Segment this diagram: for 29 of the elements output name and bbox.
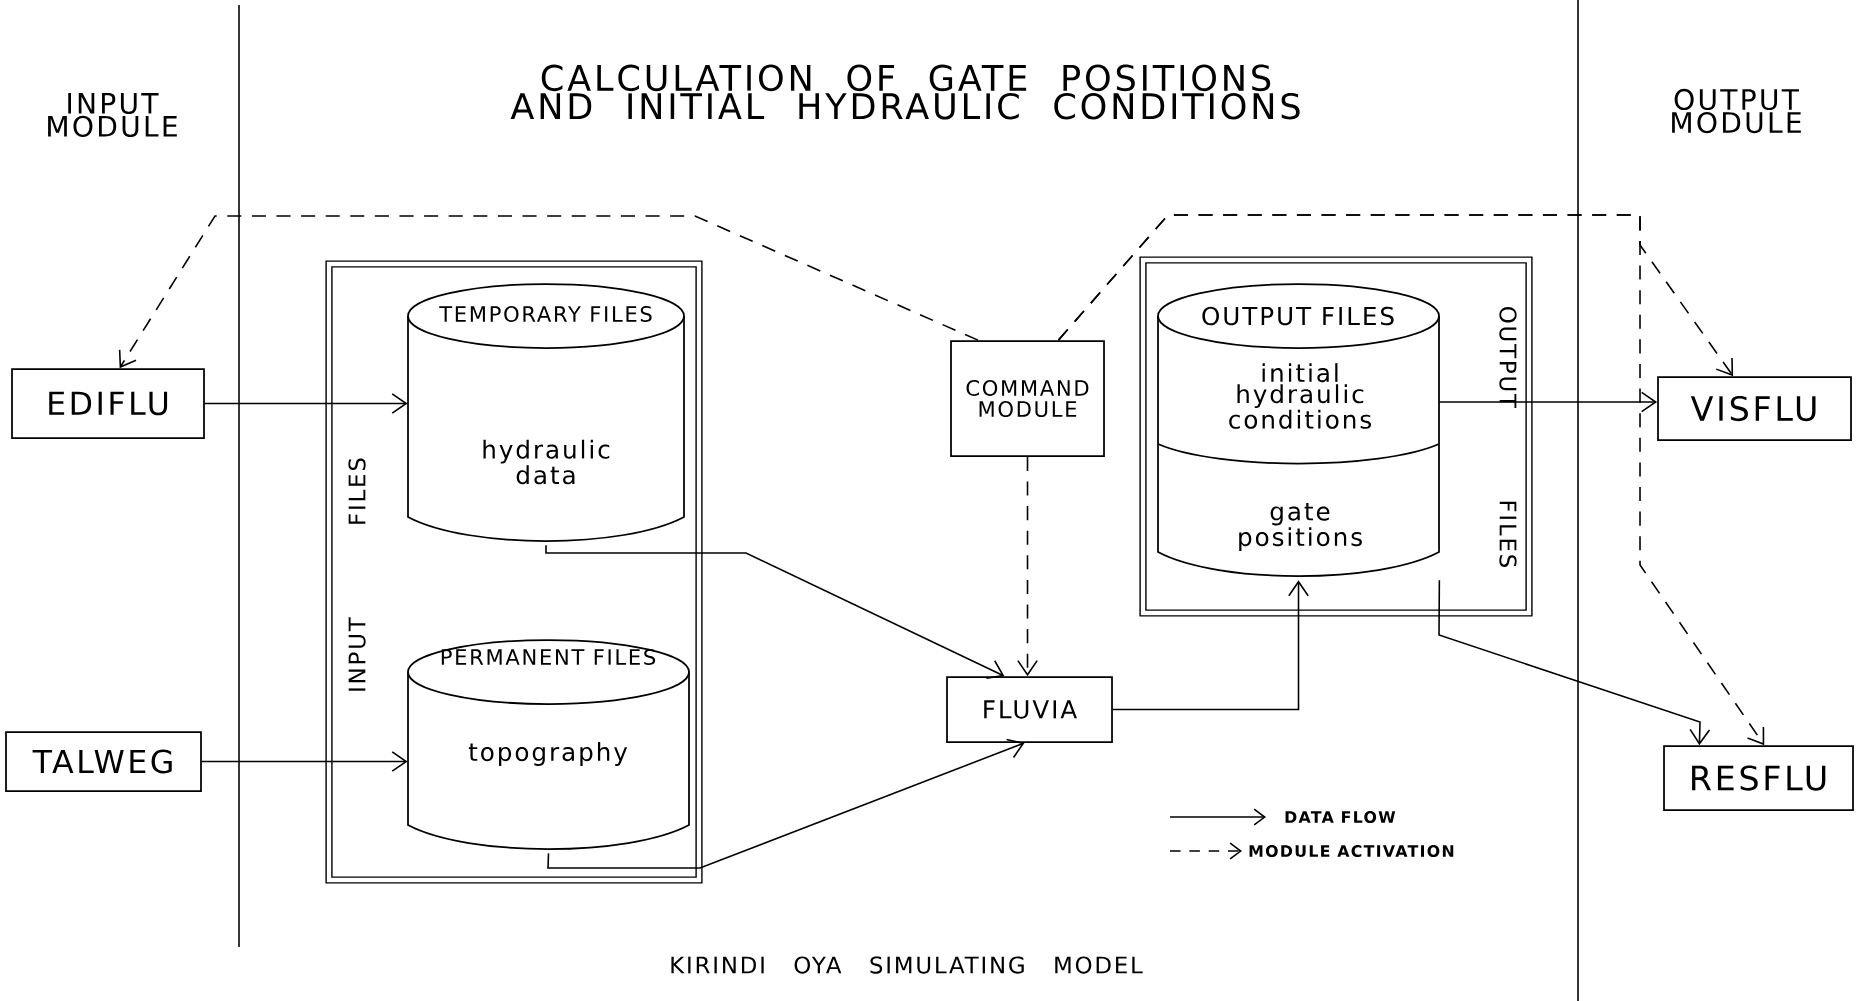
arrow xyxy=(1438,579,1711,746)
arrow xyxy=(1057,214,1765,746)
node-label: gate positions xyxy=(1239,503,1362,551)
column-heading: OUTPUT MODULE xyxy=(1672,88,1801,134)
module-box: FLUVIA xyxy=(946,676,1113,743)
arrow xyxy=(1112,580,1309,711)
title: CALCULATION OF GATE POSITIONS AND INITIAL HYDRAULIC CONDITIONS xyxy=(510,64,1300,120)
legend-text: MODULE ACTIVATION xyxy=(1249,845,1454,857)
database-cylinder: TEMPORARY FILES hydraulic data xyxy=(407,283,685,542)
column-heading: INPUT MODULE xyxy=(48,93,177,137)
arrow xyxy=(545,544,1005,679)
arrow xyxy=(547,738,1025,869)
arrow xyxy=(201,751,408,772)
database-cylinder: OUTPUT FILES initial hydraulic conditions gate positions xyxy=(1157,283,1440,577)
module-box: COMMAND MODULE xyxy=(950,340,1105,457)
module-box: RESFLU xyxy=(1663,745,1854,811)
node-label: hydraulic data xyxy=(483,439,610,485)
module-box: TALWEG xyxy=(5,731,202,792)
arrow xyxy=(1438,391,1658,413)
node-label: topography xyxy=(468,742,628,766)
arrow xyxy=(204,393,408,414)
node-label: initial hydraulic conditions xyxy=(1229,363,1371,429)
module-box: EDIFLU xyxy=(11,368,205,439)
legend-text: DATA FLOW xyxy=(1285,811,1396,823)
arrow xyxy=(118,215,979,369)
module-box: VISFLU xyxy=(1657,376,1852,441)
arrow xyxy=(1017,456,1038,677)
caption: KIRINDI OYA SIMULATING MODEL xyxy=(671,956,1143,974)
database-cylinder: PERMANENT FILES topography xyxy=(407,639,690,850)
